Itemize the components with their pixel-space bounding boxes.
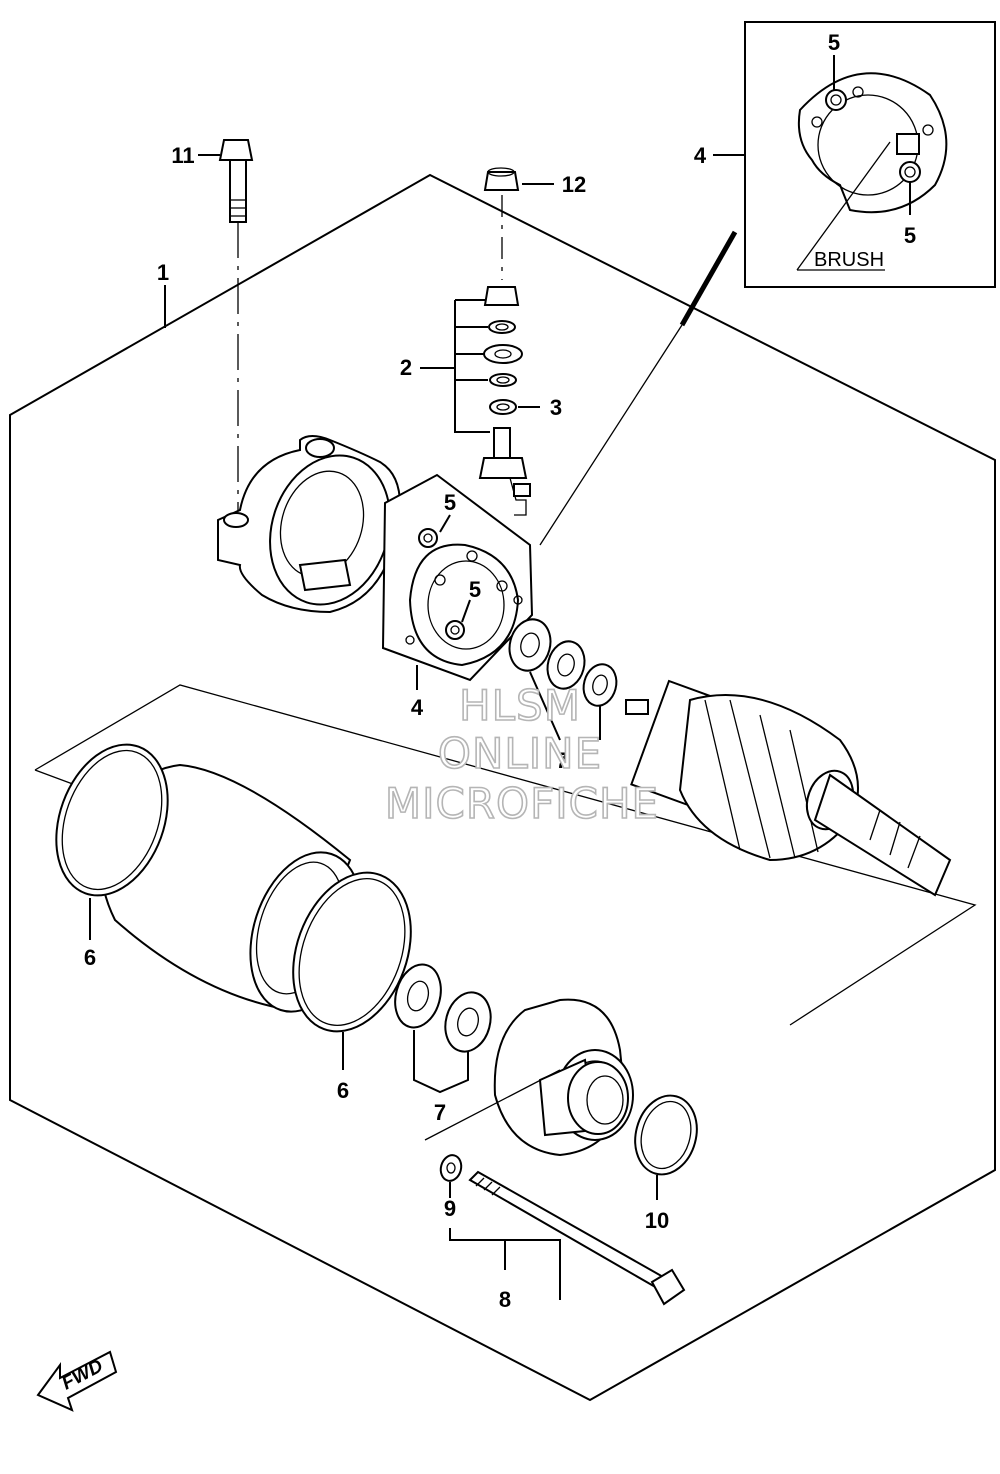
- washer-part-9: [439, 1154, 463, 1182]
- label-4-plate: 4: [411, 695, 424, 720]
- label-10: 10: [645, 1208, 669, 1233]
- label-9: 9: [444, 1196, 456, 1221]
- plate-label-5-top: 5: [444, 490, 456, 515]
- brush-detail-inset: 5 5 BRUSH: [744, 21, 996, 288]
- label-4-inset: 4: [694, 143, 707, 168]
- label-12: 12: [562, 172, 586, 197]
- washers-part-7-lower: [394, 963, 492, 1053]
- label-1: 1: [157, 260, 169, 285]
- watermark-line-2: ONLINE: [438, 729, 602, 778]
- plate-label-5-mid: 5: [469, 577, 481, 602]
- brush-label: BRUSH: [814, 249, 884, 271]
- watermark: HLSM ONLINE MICROFICHE: [384, 680, 659, 829]
- label-3: 3: [550, 395, 562, 420]
- brush-holder-plate: [381, 473, 534, 682]
- through-bolt-part-8: [468, 1170, 686, 1306]
- label-2: 2: [400, 355, 412, 380]
- inset-label-5-bottom: 5: [904, 223, 916, 248]
- inset-label-5-top: 5: [828, 30, 840, 55]
- o-ring-part-6-left: [55, 743, 169, 897]
- label-11: 11: [171, 143, 194, 168]
- nut-part-12: [483, 167, 520, 280]
- watermark-line-3: MICROFICHE: [385, 779, 659, 828]
- label-7-lower: 7: [434, 1100, 446, 1125]
- label-8: 8: [499, 1287, 511, 1312]
- label-6-left: 6: [84, 945, 96, 970]
- label-6-center: 6: [337, 1078, 349, 1103]
- washers-part-7-upper: [508, 618, 618, 707]
- rear-end-cover: [217, 435, 401, 614]
- bolt-part-11: [218, 139, 254, 520]
- watermark-line-1: HLSM: [459, 681, 581, 730]
- front-bracket: [493, 998, 634, 1157]
- o-ring-part-6-center: [292, 871, 412, 1033]
- o-ring-part-10: [634, 1094, 698, 1176]
- assembly-outline: [9, 173, 996, 1402]
- armature: [625, 679, 952, 897]
- washer-set-part-2: [478, 286, 531, 516]
- fwd-arrow-icon: FWD: [36, 1350, 118, 1412]
- label-7-upper: 7: [556, 748, 568, 773]
